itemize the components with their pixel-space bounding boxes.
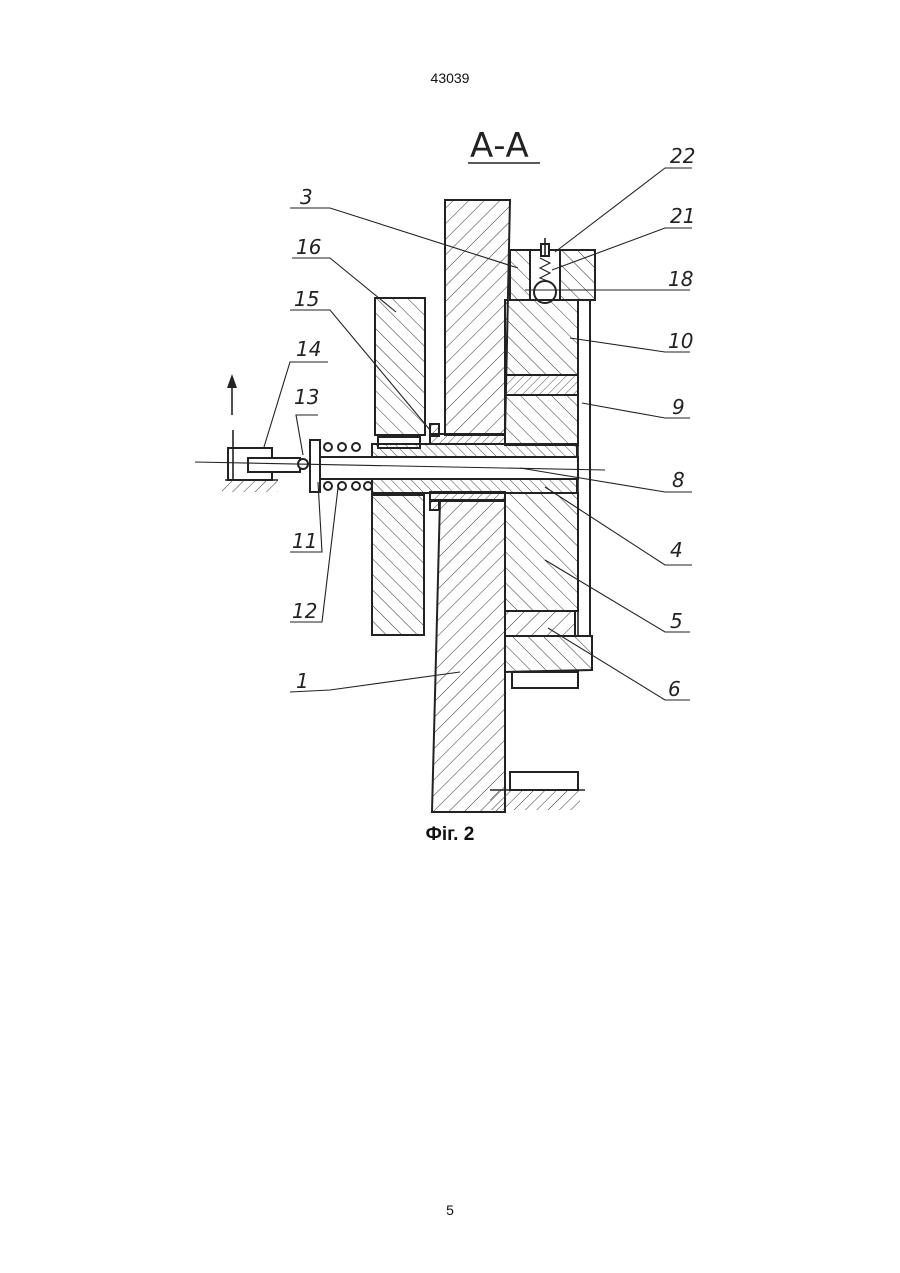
label-6: 6 (668, 677, 681, 701)
label-16: 16 (296, 235, 321, 259)
part-14-actuator (222, 374, 300, 492)
label-8: 8 (672, 468, 685, 492)
figure-caption: Фіг. 2 (0, 824, 900, 846)
label-13: 13 (294, 385, 319, 409)
label-12: 12 (292, 599, 317, 623)
label-4: 4 (670, 538, 683, 562)
label-14: 14 (296, 337, 321, 361)
part-6-ring (505, 611, 592, 688)
label-18: 18 (668, 267, 693, 291)
label-10: 10 (668, 329, 693, 353)
label-9: 9 (672, 395, 685, 419)
label-21: 21 (670, 204, 695, 228)
label-11: 11 (292, 529, 317, 553)
part-10-carrier (505, 300, 578, 445)
label-5: 5 (670, 609, 683, 633)
label-22: 22 (670, 144, 695, 168)
section-label: А-А (470, 126, 529, 166)
part-8-rod (320, 457, 578, 479)
base-support (490, 672, 585, 810)
label-1: 1 (296, 669, 309, 693)
page-number: 5 (0, 1202, 900, 1218)
part-1-disc (432, 200, 510, 812)
label-3: 3 (300, 185, 313, 209)
label-15: 15 (294, 287, 319, 311)
part-5-carrier (505, 493, 578, 611)
